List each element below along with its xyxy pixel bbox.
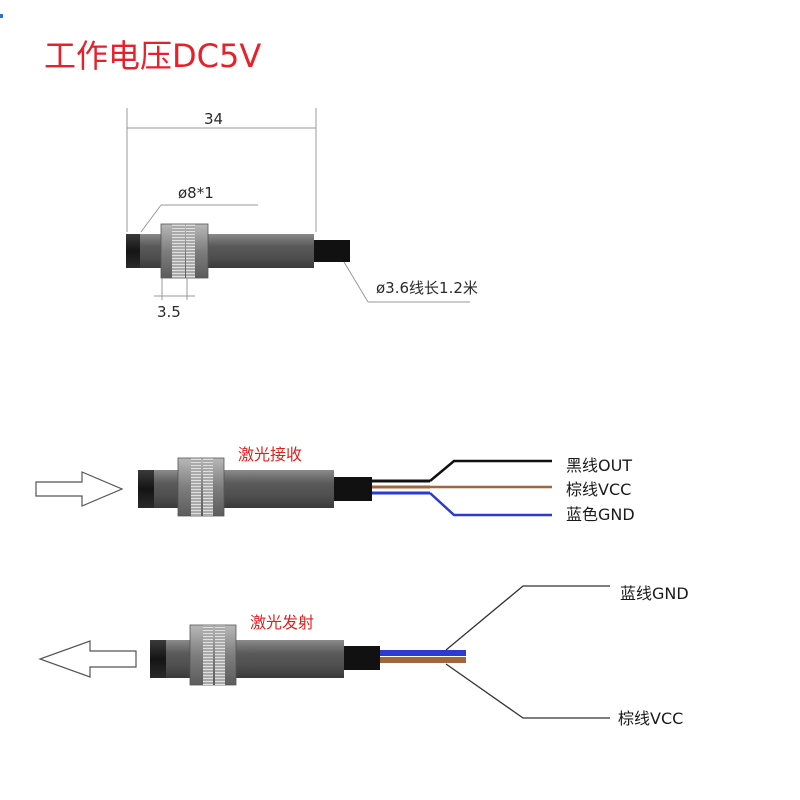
emitter-cable [344,646,380,670]
receiver-tip [138,470,154,508]
receiver-body [138,470,334,508]
receiver-wire-gnd [429,492,552,517]
dimension-cable-stub [314,240,350,262]
dimension-drawing: 34 ø8*1 3.5 ø3.6线长1.2米 [126,108,478,321]
dimension-sensor-tip [126,234,140,268]
receiver-cable [334,477,372,501]
dimension-sensor-body [126,234,314,268]
length-dimension-label: 34 [204,110,223,128]
page-title: 工作电压DC5V [44,37,261,75]
outgoing-arrow-icon [38,640,137,678]
receiver-label: 激光接收 [238,445,302,464]
emitter-wire-label: 蓝线GND [620,584,689,603]
receiver-wire-out [429,459,552,482]
receiver-section: 激光接收 黑线OUT 棕线VCC 蓝色GND [35,445,635,524]
receiver-wire-label: 蓝色GND [566,505,635,524]
receiver-wire-label: 棕线VCC [566,480,631,499]
emitter-vcc-leader [445,663,610,719]
nut-width-label: 3.5 [157,303,181,321]
receiver-wire-label: 黑线OUT [566,456,632,475]
thread-dimension-label: ø8*1 [178,184,214,202]
emitter-section: 激光发射 蓝线GND 棕线VCC [38,584,689,728]
emitter-body [150,640,344,678]
incoming-arrow-icon [35,471,124,507]
emitter-gnd-leader [445,585,610,651]
emitter-wire-label: 棕线VCC [618,709,683,728]
corner-mark [0,14,3,18]
cable-dimension-label: ø3.6线长1.2米 [376,279,478,297]
emitter-tip [150,640,166,678]
emitter-label: 激光发射 [250,613,314,632]
